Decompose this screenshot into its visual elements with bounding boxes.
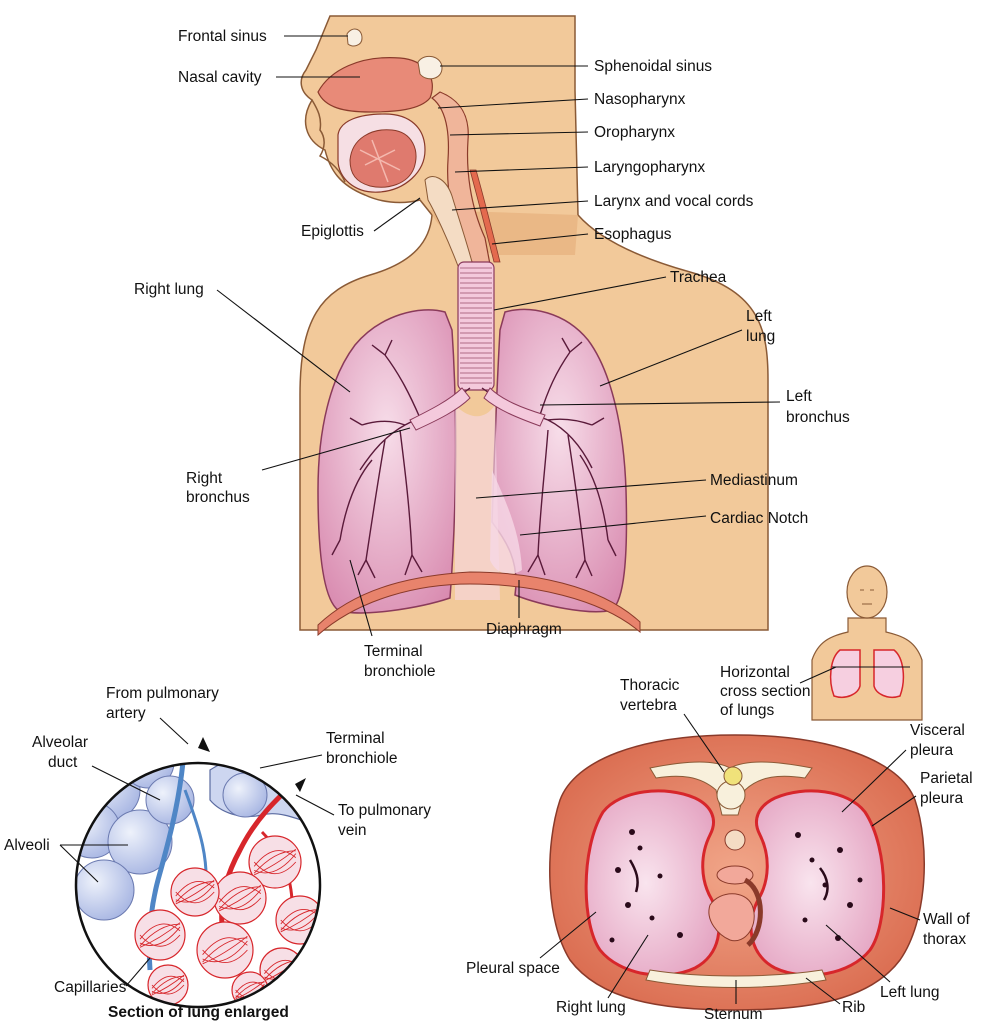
label-wall-2: thorax [923, 931, 966, 948]
larynx [424, 176, 473, 267]
label-to-pulmonary-1: To pulmonary [338, 802, 431, 819]
label-laryngopharynx: Laryngopharynx [594, 159, 705, 176]
label-parietal-1: Parietal [920, 770, 973, 787]
lungs [317, 308, 641, 637]
pharynx [431, 91, 493, 276]
right-bronchus [409, 387, 471, 431]
label-left-bronchus-2: bronchus [786, 409, 850, 426]
trachea [457, 261, 495, 391]
label-terminal-bronchiole-enl-2: bronchiole [326, 750, 398, 767]
label-right-bronchus-1: Right [186, 470, 223, 487]
main-labels: Frontal sinus Nasal cavity Sphenoidal si… [134, 28, 850, 680]
alveolus [107, 809, 173, 875]
label-cardiac-notch: Cardiac Notch [710, 510, 808, 527]
label-alveoli: Alveoli [4, 837, 50, 854]
label-nasal-cavity: Nasal cavity [178, 69, 262, 86]
cross-section-labels: Thoracic vertebra Visceral pleura Pariet… [466, 677, 973, 1023]
label-parietal-2: pleura [920, 790, 963, 807]
label-horizontal-1: Horizontal [720, 664, 790, 681]
diaphragm [317, 571, 641, 637]
label-sternum: Sternum [704, 1006, 763, 1023]
label-left-lung-2: lung [746, 328, 775, 345]
capillary-cluster [231, 971, 269, 1007]
label-left-lung-1: Left [746, 308, 773, 325]
label-right-bronchus-2: bronchus [186, 489, 250, 506]
label-terminal-bronchiole-2: bronchiole [364, 663, 436, 680]
capillary-cluster [275, 895, 320, 945]
label-horizontal-3: of lungs [720, 702, 775, 719]
label-from-pulmonary-1: From pulmonary [106, 685, 219, 702]
label-epiglottis: Epiglottis [301, 223, 364, 240]
frontal-sinus [346, 28, 363, 47]
capillary-cluster [248, 835, 302, 889]
right-lung-shape [317, 309, 457, 614]
cs-right-lung [584, 789, 721, 977]
label-nasopharynx: Nasopharynx [594, 91, 686, 108]
small-torso-figure [811, 565, 923, 721]
label-terminal-bronchiole-1: Terminal [364, 643, 423, 660]
label-horizontal-2: cross section [720, 683, 810, 700]
label-pleural-space: Pleural space [466, 960, 560, 977]
sphenoidal-sinus [417, 55, 443, 80]
label-trachea: Trachea [670, 269, 727, 286]
horizontal-labels: Horizontal cross section of lungs [720, 664, 837, 719]
label-to-pulmonary-2: vein [338, 822, 366, 839]
label-esophagus: Esophagus [594, 226, 672, 243]
label-mediastinum: Mediastinum [710, 472, 798, 489]
label-alveolar-duct-2: duct [48, 754, 78, 771]
enlarged-labels: From pulmonary artery Alveolar duct Term… [4, 685, 431, 1021]
tongue [349, 129, 417, 188]
label-rib: Rib [842, 999, 865, 1016]
cross-section [549, 734, 925, 1011]
label-cs-left-lung: Left lung [880, 984, 939, 1001]
label-visceral-1: Visceral [910, 722, 965, 739]
label-frontal-sinus: Frontal sinus [178, 28, 267, 45]
bronchial-tree [331, 337, 617, 579]
alveolus [76, 859, 135, 921]
capillary-cluster [196, 921, 254, 979]
label-oropharynx: Oropharynx [594, 124, 675, 141]
label-terminal-bronchiole-enl-1: Terminal [326, 730, 385, 747]
nasal-cavity [317, 57, 433, 113]
capillary-cluster [134, 909, 186, 961]
label-capillaries: Capillaries [54, 979, 127, 996]
label-right-lung: Right lung [134, 281, 204, 298]
label-thoracic-1: Thoracic [620, 677, 680, 694]
label-alveolar-duct-1: Alveolar [32, 734, 88, 751]
esophagus [469, 169, 501, 263]
left-bronchus [483, 387, 546, 427]
enlarged-lung-section [74, 737, 322, 1009]
label-cs-right-lung: Right lung [556, 999, 626, 1016]
label-sphenoidal-sinus: Sphenoidal sinus [594, 58, 712, 75]
cs-left-lung [749, 789, 886, 977]
caption-section-enlarged: Section of lung enlarged [108, 1004, 289, 1021]
capillary-cluster [147, 964, 189, 1006]
capillary-cluster [213, 871, 267, 925]
label-diaphragm: Diaphragm [486, 621, 562, 638]
label-thoracic-2: vertebra [620, 697, 677, 714]
label-larynx: Larynx and vocal cords [594, 193, 754, 210]
label-left-bronchus-1: Left [786, 388, 813, 405]
alveolus [145, 775, 195, 825]
capillary-cluster [170, 867, 220, 917]
label-from-pulmonary-2: artery [106, 705, 146, 722]
label-wall-1: Wall of [923, 911, 970, 928]
sternum [645, 969, 827, 988]
mediastinum [455, 405, 500, 600]
label-visceral-2: pleura [910, 742, 953, 759]
